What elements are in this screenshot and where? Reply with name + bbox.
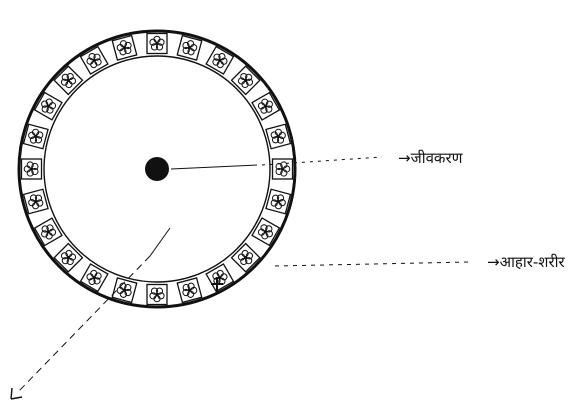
flower-tile — [273, 159, 293, 179]
flower-tile — [266, 189, 290, 213]
flower-tile — [22, 159, 42, 179]
flower-tile — [147, 285, 167, 305]
nucleus-dot — [145, 157, 169, 181]
flower-tile — [24, 189, 48, 213]
radius-arrow — [11, 228, 170, 399]
flower-tile — [177, 36, 201, 60]
nucleus-pointer-line — [171, 165, 257, 169]
flower-tile — [24, 124, 48, 148]
nucleus-label: →जीवकरण — [398, 148, 462, 168]
flower-tile — [147, 34, 167, 54]
body-label: →आहार-शरीर — [487, 252, 565, 272]
flower-tile — [112, 36, 136, 60]
body-pointer-dashed — [275, 262, 470, 266]
flower-tile — [177, 278, 201, 302]
flower-tile — [266, 124, 290, 148]
